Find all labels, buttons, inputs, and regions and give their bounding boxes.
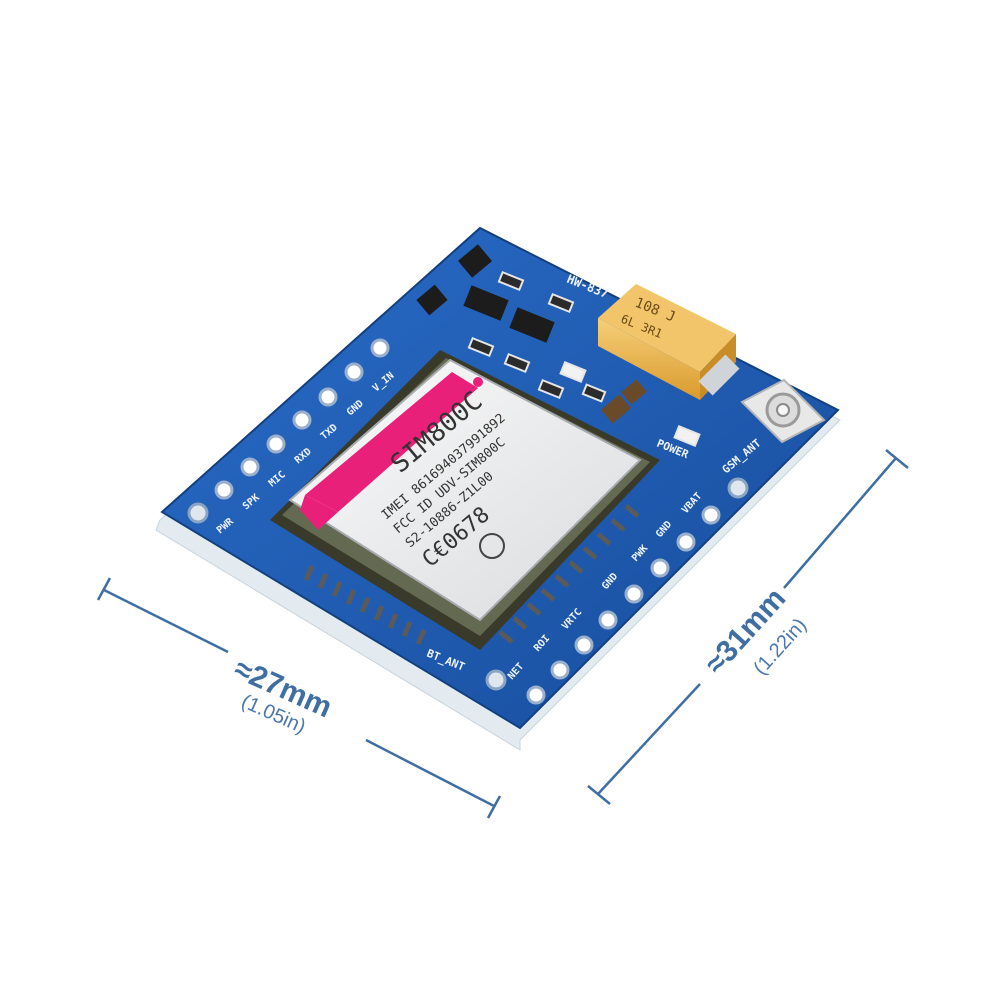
pin-hole [266,434,286,454]
width-dimension-tick [96,577,112,601]
pin-hole [240,457,260,477]
pin-hole [727,477,749,499]
led [673,425,701,447]
resistor [503,352,531,374]
transistor [463,285,509,321]
ufl-connector [740,378,826,444]
transistor [416,284,448,316]
pin-hole [292,410,312,430]
width-dimension-line [365,738,495,808]
left-pin-header [187,338,390,524]
pin-hole [574,635,594,655]
pin-hole [187,502,209,524]
module-pins [303,504,640,645]
inductor [621,379,647,405]
height-dimension [587,449,909,805]
pin-hole [676,532,696,552]
transistor [457,244,493,278]
pin-hole [598,610,618,630]
pin-hole [526,685,546,705]
pin-hole [318,387,338,407]
pin-hole [370,338,390,358]
resistor [497,270,525,292]
pin-hole [344,362,364,382]
resistor [547,292,575,314]
sim800c-module: SIM800C IMEI 861694037991892 FCC ID UDV-… [270,350,660,650]
width-dimension-line [103,588,229,654]
transistor [509,307,555,343]
inductor [601,394,631,424]
height-dimension-line [783,457,897,589]
height-dimension-tick [885,449,909,469]
pin-hole [650,558,670,578]
resistor [581,383,607,403]
ccc-mark-icon [479,533,505,559]
resistor [467,336,495,358]
smd-components [416,244,701,447]
pin-hole [550,660,570,680]
pin1-marker [473,377,483,387]
height-dimension-tick [587,785,611,805]
height-dimension-line [597,683,701,795]
pin-hole [485,669,507,691]
width-dimension [96,577,502,819]
pin-hole [214,480,234,500]
pin-hole [624,584,644,604]
width-dimension-tick [486,795,502,819]
bottom-pin-header [485,477,749,705]
pin-hole [701,505,721,525]
led [559,361,587,383]
resistor [537,378,565,400]
